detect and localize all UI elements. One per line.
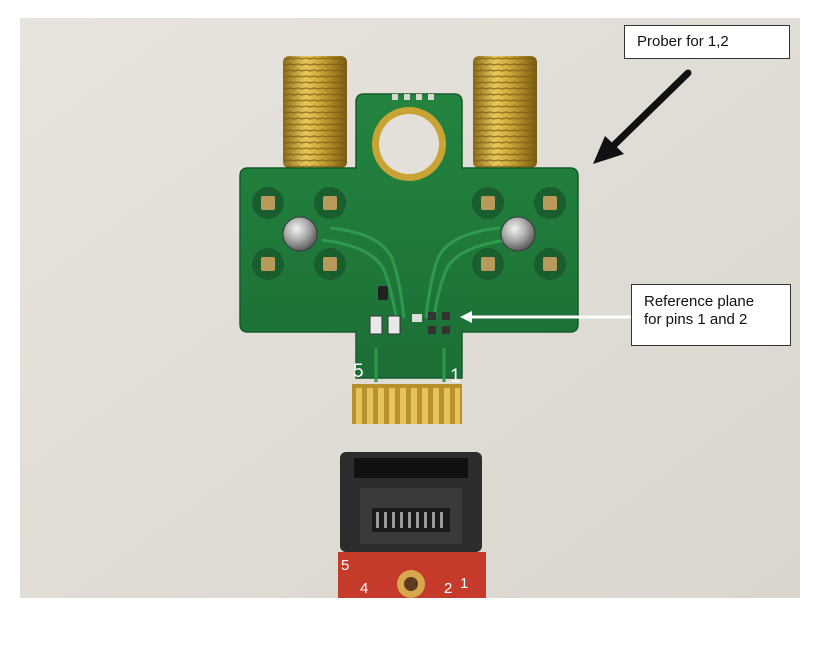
callout-reference-line2: for pins 1 and 2 bbox=[644, 311, 748, 328]
callout-reference-line1: Reference plane bbox=[644, 293, 755, 310]
right-pad-cluster bbox=[472, 187, 566, 280]
sma-connector-right bbox=[473, 56, 537, 168]
pcb-top-slots bbox=[392, 94, 434, 100]
pcb-pin-label-1: 1 bbox=[450, 366, 461, 387]
screw-left bbox=[282, 216, 318, 252]
smd-components bbox=[369, 286, 450, 335]
signal-traces bbox=[321, 226, 509, 382]
connector-label-1: 1 bbox=[460, 575, 468, 592]
pcb-board bbox=[239, 93, 579, 379]
callout-reference-plane: Reference plane for pins 1 and 2 bbox=[631, 284, 791, 346]
receptacle-connector bbox=[340, 452, 482, 552]
callout-prober-text: Prober for 1,2 bbox=[637, 33, 729, 50]
sma-connector-left bbox=[283, 56, 347, 168]
edge-connector-fingers bbox=[352, 384, 462, 424]
screw-right bbox=[500, 216, 536, 252]
connector-label-2: 2 bbox=[444, 580, 452, 597]
red-connector-board bbox=[338, 552, 486, 598]
pcb-pin-label-5: 5 bbox=[353, 361, 364, 382]
connector-label-5: 5 bbox=[341, 557, 349, 574]
connector-label-4: 4 bbox=[360, 580, 368, 597]
mounting-hole bbox=[372, 107, 446, 181]
arrow-prober bbox=[593, 69, 692, 164]
arrow-reference-plane bbox=[460, 311, 632, 323]
left-pad-cluster bbox=[252, 187, 346, 280]
callout-prober: Prober for 1,2 bbox=[624, 25, 790, 59]
